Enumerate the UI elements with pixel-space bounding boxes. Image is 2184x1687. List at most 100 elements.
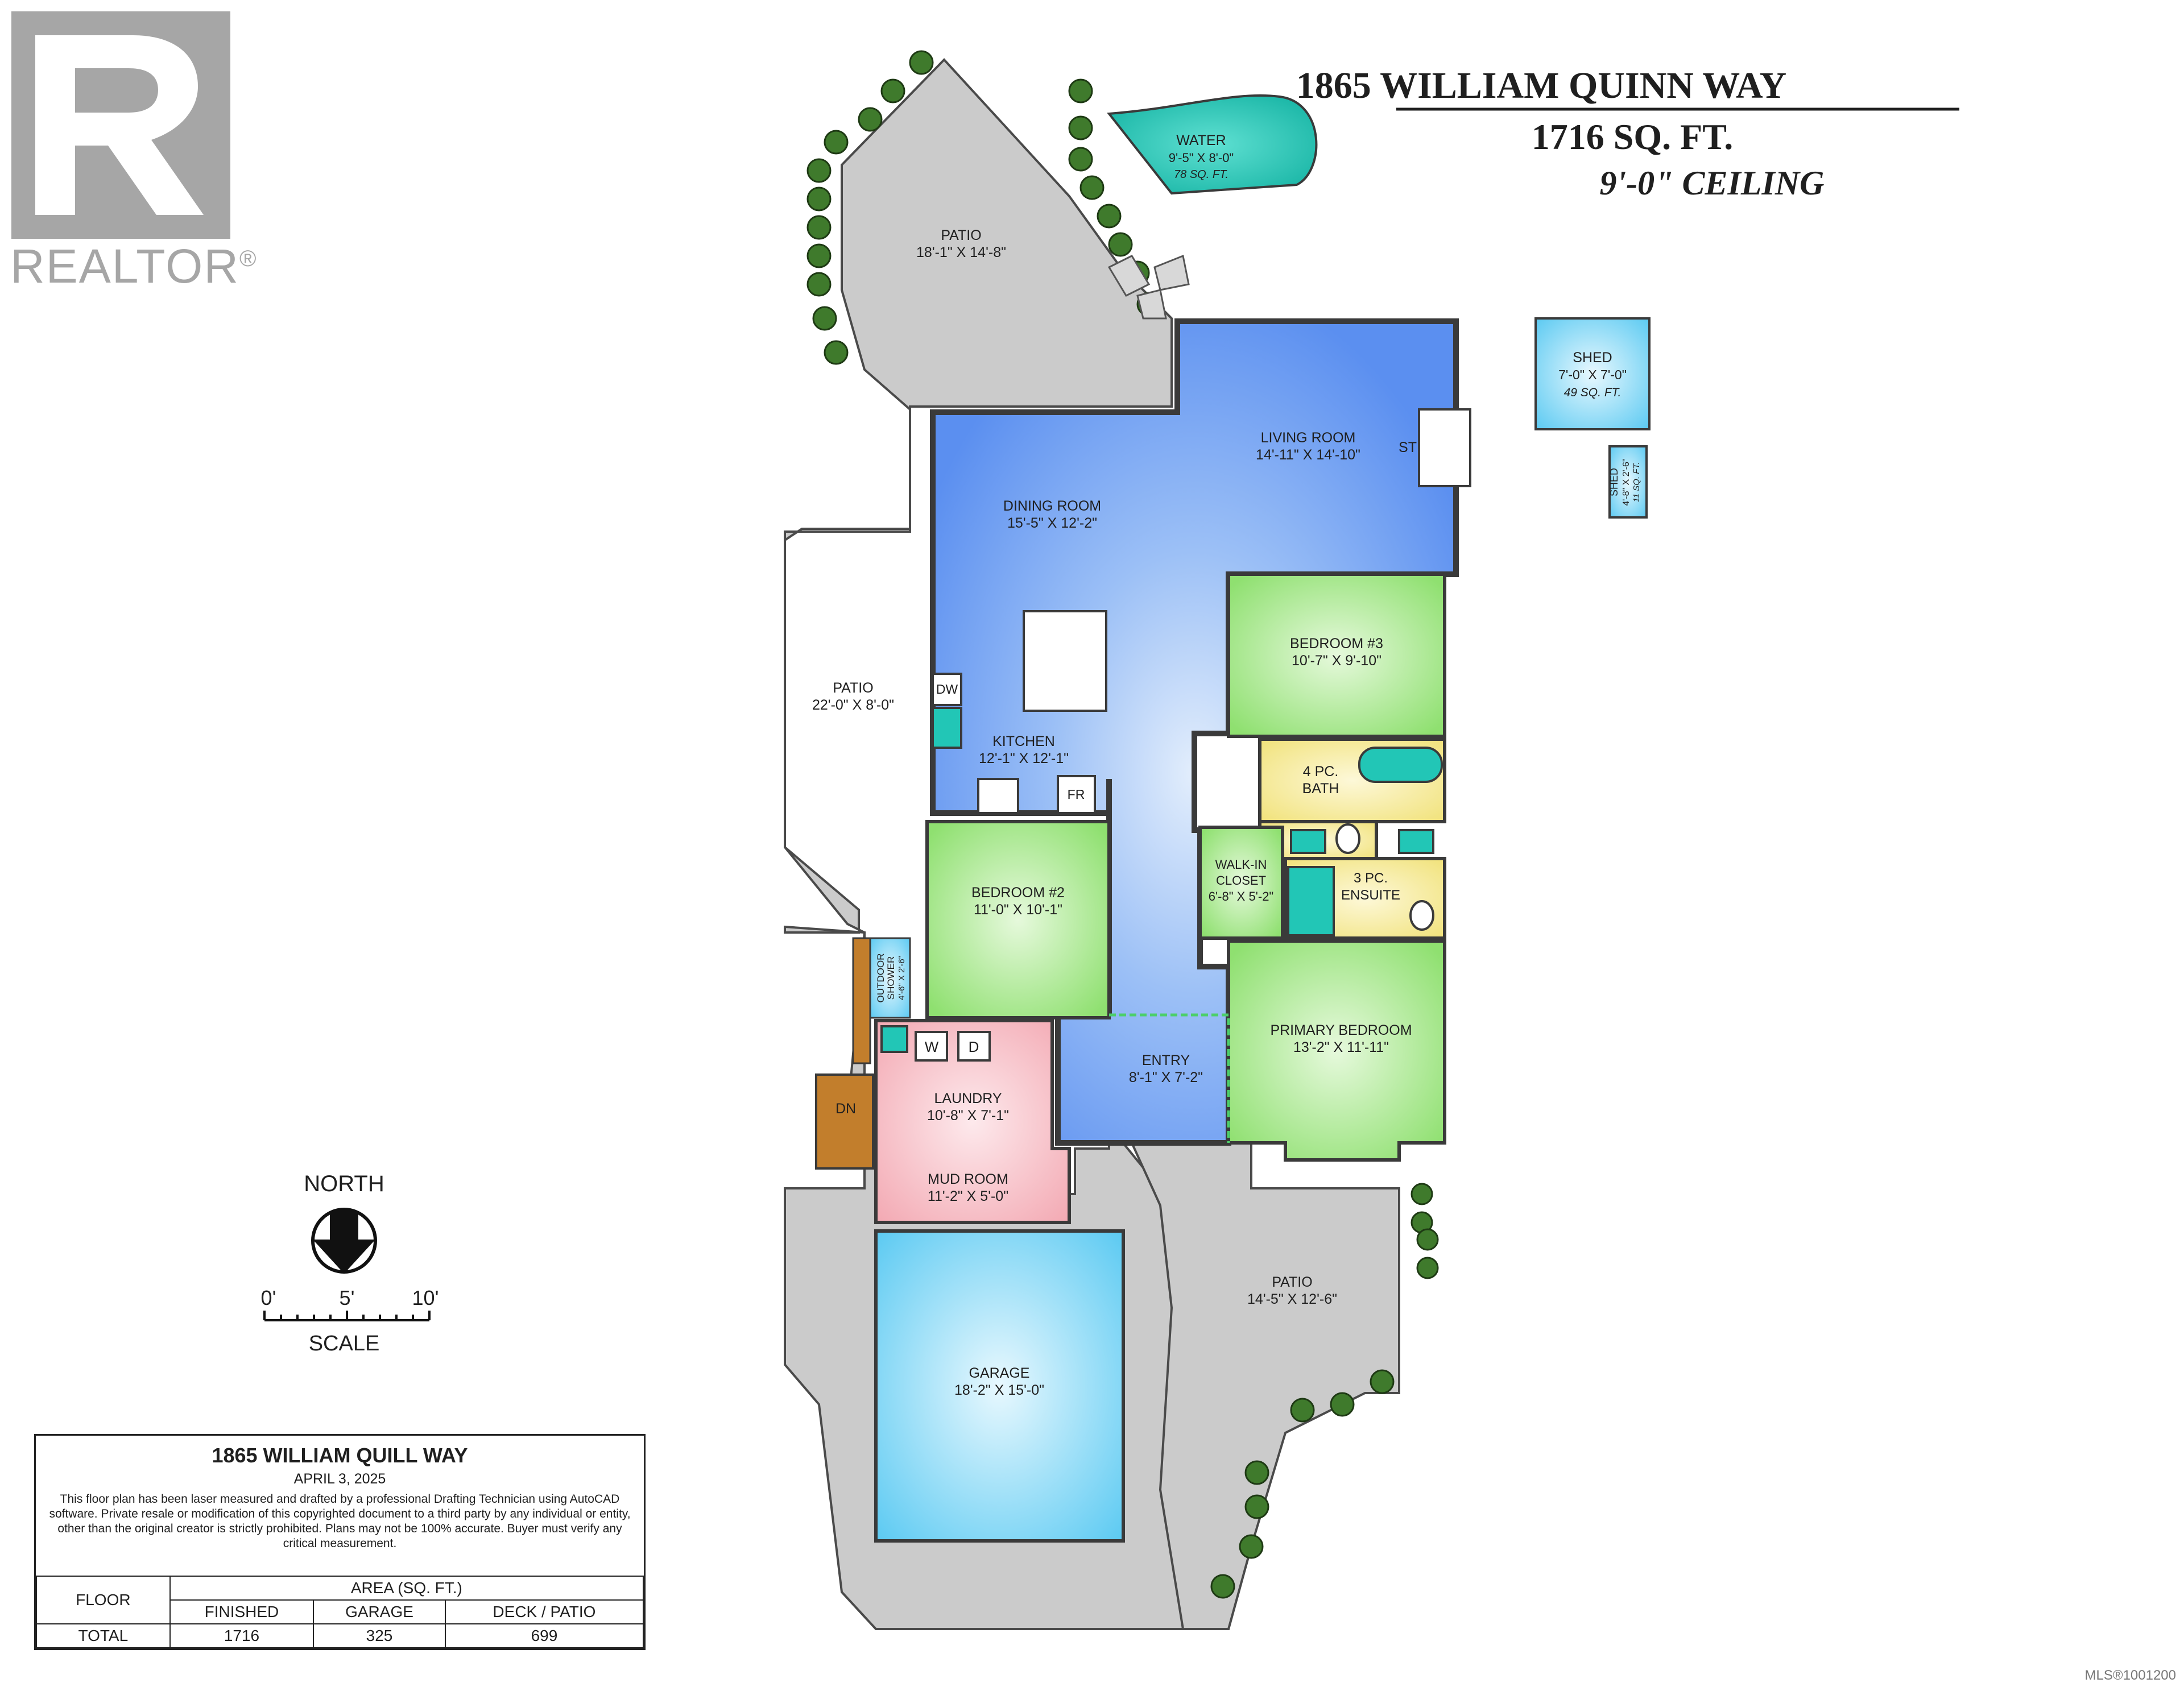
- shed-small: [1608, 445, 1648, 519]
- scale-5: 5': [340, 1286, 355, 1309]
- stairs-dn: DN: [835, 1101, 856, 1117]
- water-dims: 9'-5" X 8'-0": [1169, 151, 1234, 165]
- bedroom-2-room: [925, 820, 1111, 1019]
- total-deck: 699: [444, 1623, 644, 1648]
- col-deck: DECK / PATIO: [444, 1599, 644, 1624]
- info-date: APRIL 3, 2025: [293, 1471, 386, 1487]
- patio-w-dims: 22'-0" X 8'-0": [812, 697, 894, 713]
- mls-number: MLS®1001200: [2084, 1668, 2176, 1683]
- shower-name: OUTDOOR: [875, 954, 886, 1003]
- water-sqft: 78 SQ. FT.: [1174, 168, 1228, 181]
- scale-label: SCALE: [309, 1332, 380, 1356]
- living-name: LIVING ROOM: [1261, 430, 1356, 446]
- bedroom-3-room: [1227, 573, 1446, 738]
- dining-name: DINING ROOM: [1003, 498, 1101, 514]
- vanity-ensuite: [1398, 829, 1434, 854]
- realtor-wordmark: REALTOR®: [10, 239, 257, 294]
- patio-nw-name: PATIO: [941, 227, 981, 243]
- title-area: 1716 SQ. FT.: [1532, 117, 1733, 157]
- shed2-dims: 4'-8" X 2'-6": [1622, 458, 1631, 505]
- registered-mark: ®: [239, 246, 258, 271]
- mudroom-dims: 11'-2" X 5'-0": [928, 1188, 1008, 1204]
- patio-nw-dims: 18'-1" X 14'-8": [916, 244, 1006, 260]
- kitchen-name: KITCHEN: [992, 733, 1055, 749]
- realtor-text: REALTOR: [10, 239, 239, 293]
- realtor-r-icon: [11, 11, 230, 239]
- area-header: AREA (SQ. FT.): [169, 1576, 644, 1601]
- shed1-sqft: 49 SQ. FT.: [1564, 386, 1622, 399]
- shed1-name: SHED: [1573, 350, 1612, 366]
- fireplace: [1418, 408, 1471, 487]
- info-block: 1865 WILLIAM QUILL WAY APRIL 3, 2025 Thi…: [34, 1434, 646, 1650]
- patio-se-name: PATIO: [1272, 1274, 1312, 1290]
- north-arrow-icon: [311, 1208, 377, 1274]
- rocks: [1107, 254, 1190, 320]
- bathtub: [1358, 747, 1443, 783]
- garage-dims: 18'-2" X 15'-0": [954, 1382, 1044, 1398]
- total-finished: 1716: [169, 1623, 315, 1648]
- laundry-room: [874, 1019, 1071, 1224]
- info-disclaimer: This floor plan has been laser measured …: [49, 1493, 631, 1550]
- walkin-name: WALK-IN: [1215, 857, 1267, 872]
- range: [977, 778, 1019, 814]
- dw-label: DW: [936, 682, 958, 697]
- kitchen-dims: 12'-1" X 12'-1": [979, 751, 1069, 766]
- scale-10: 10': [412, 1286, 439, 1309]
- total-label: TOTAL: [36, 1623, 171, 1648]
- scale-bar: 0' 5' 10' SCALE: [261, 1286, 439, 1356]
- fr-label: FR: [1068, 787, 1085, 802]
- patio-southeast: [1130, 1142, 1400, 1630]
- washer: [915, 1031, 948, 1062]
- entry-dims: 8'-1" X 7'-2": [1129, 1070, 1203, 1085]
- shower-name2: SHOWER: [886, 956, 896, 1000]
- shed1-dims: 7'-0" X 7'-0": [1558, 367, 1627, 382]
- trees: [806, 50, 1439, 1599]
- bed2-dims: 11'-0" X 10'-1": [974, 902, 1062, 918]
- ensuite-name: 3 PC.: [1354, 871, 1388, 886]
- bath4-name2: BATH: [1302, 781, 1339, 797]
- toilet-bath: [1335, 823, 1360, 854]
- scale-0: 0': [261, 1286, 276, 1309]
- walk-in-room: [1198, 826, 1284, 940]
- shed-large: [1534, 317, 1651, 430]
- shed2-name: SHED: [1608, 468, 1620, 496]
- garage-room: [874, 1229, 1125, 1543]
- primary-bedroom-room: [1227, 939, 1446, 1162]
- house: [874, 318, 1471, 1543]
- vanity-bath: [1290, 829, 1326, 854]
- mudroom-name: MUD ROOM: [928, 1171, 1008, 1187]
- bath4-name: 4 PC.: [1303, 764, 1339, 780]
- title-ceiling: 9'-0" CEILING: [1599, 164, 1824, 202]
- bed2-name: BEDROOM #2: [971, 885, 1065, 901]
- floor-header: FLOOR: [36, 1576, 171, 1624]
- outdoor-shower-area: [869, 937, 911, 1019]
- dishwasher: [932, 673, 962, 706]
- ensuite-name2: ENSUITE: [1341, 888, 1400, 903]
- dining-dims: 15'-5" X 12'-2": [1007, 515, 1097, 531]
- dryer-label: D: [969, 1038, 979, 1055]
- fixtures: [880, 610, 1443, 1062]
- primary-name: PRIMARY BEDROOM: [1270, 1022, 1412, 1038]
- col-garage: GARAGE: [313, 1599, 446, 1624]
- patio-w-name: PATIO: [833, 680, 873, 696]
- living-dims: 14'-11" X 14'-10": [1256, 447, 1360, 463]
- room-labels: WATER 9'-5" X 8'-0" 78 SQ. FT. PATIO 18'…: [812, 132, 1641, 1398]
- entry-name: ENTRY: [1142, 1052, 1190, 1068]
- bed3-name: BEDROOM #3: [1290, 636, 1383, 652]
- kitchen-sink: [932, 707, 962, 749]
- walkin-name2: CLOSET: [1216, 873, 1266, 888]
- entry-threshold: [1109, 1013, 1230, 1143]
- garage-name: GARAGE: [969, 1365, 1030, 1381]
- bed3-dims: 10'-7" X 9'-10": [1292, 653, 1381, 669]
- north-label: NORTH: [304, 1171, 384, 1196]
- primary-dims: 13'-2" X 11'-11": [1293, 1039, 1389, 1055]
- kitchen-island: [1023, 610, 1107, 712]
- title-block: 1865 WILLIAM QUINN WAY 1716 SQ. FT. 9'-0…: [1296, 65, 1959, 202]
- shower-dims: 4'-6" X 2'-6": [897, 956, 907, 1000]
- col-finished: FINISHED: [169, 1599, 315, 1624]
- shower-stall: [1287, 866, 1335, 936]
- total-garage: 325: [313, 1623, 446, 1648]
- north-compass: NORTH: [304, 1171, 384, 1274]
- title-address: 1865 WILLIAM QUINN WAY: [1296, 65, 1786, 106]
